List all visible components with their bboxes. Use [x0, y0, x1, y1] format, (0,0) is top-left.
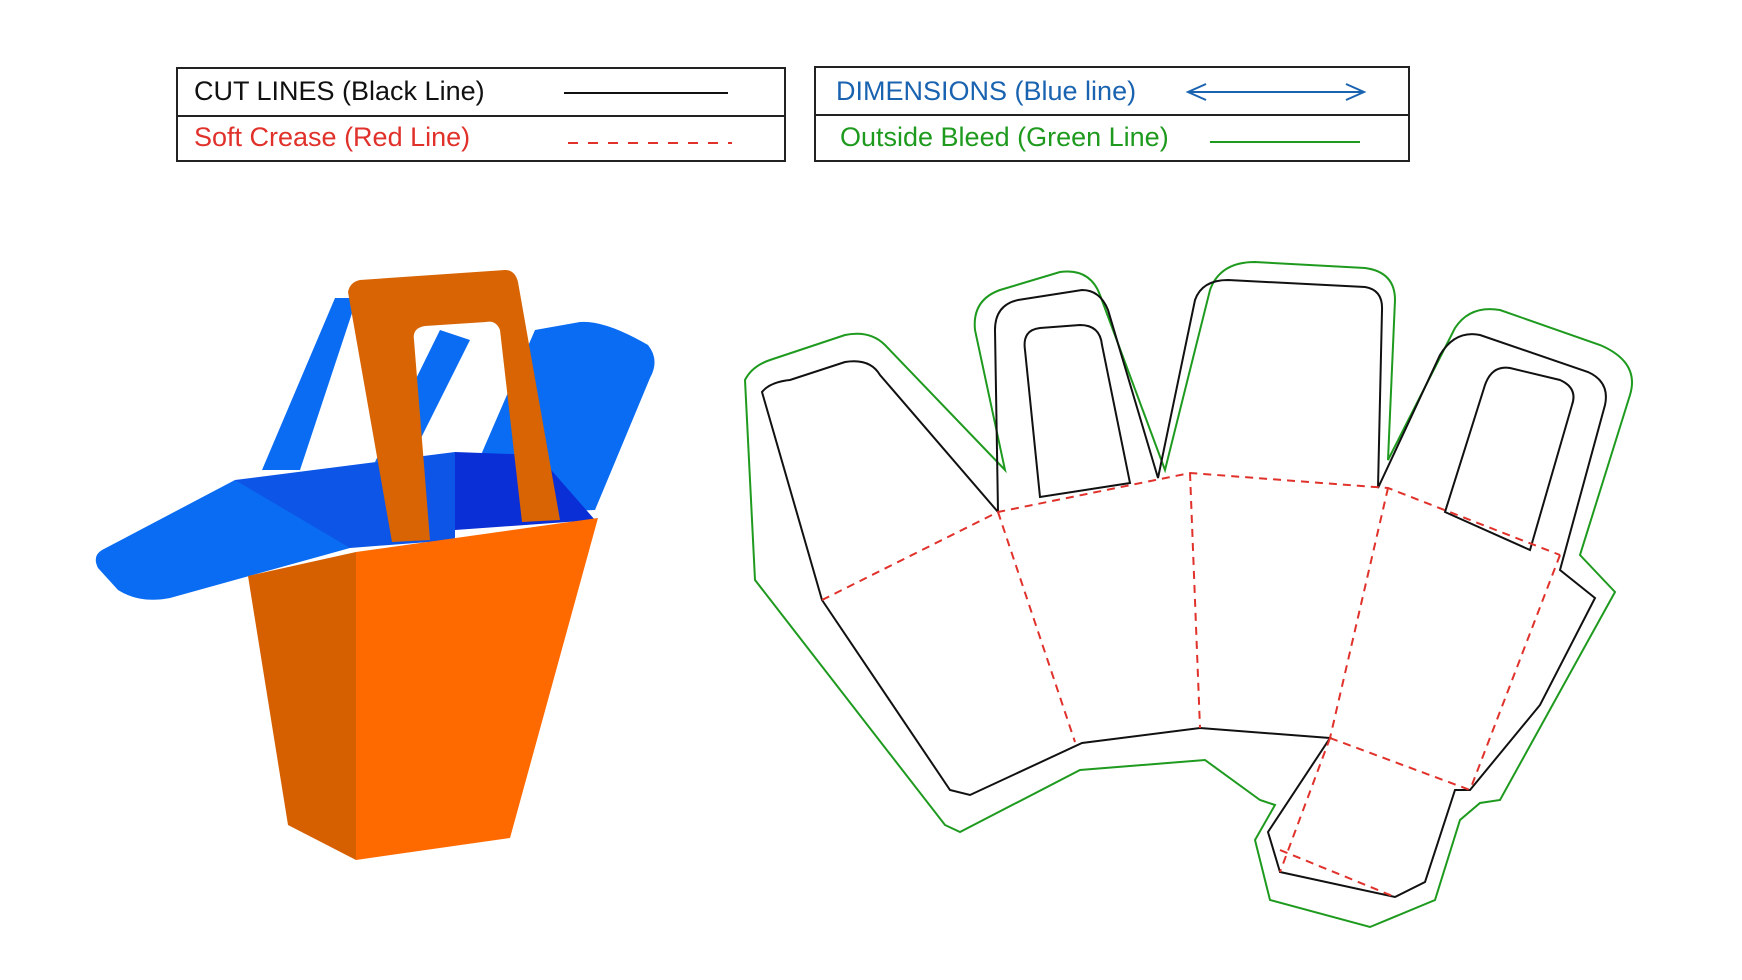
handle-window-left — [1023, 323, 1132, 499]
crease-panel-4 — [1469, 554, 1561, 791]
legend-row-dimensions: DIMENSIONS (Blue line) — [816, 68, 1408, 116]
right-flap — [455, 321, 655, 515]
box-side-face — [248, 552, 356, 860]
crease-bottom-3 — [1279, 849, 1396, 898]
handle-window-right — [1443, 366, 1575, 552]
bleed-outline — [743, 260, 1633, 929]
legend-outside-bleed-label: Outside Bleed (Green Line) — [840, 121, 1169, 152]
legend-right-box: DIMENSIONS (Blue line) Outside Bleed (Gr… — [814, 66, 1410, 162]
back-flap-middle — [375, 330, 470, 462]
crease-top-arc — [821, 471, 1561, 601]
dimension-arrow-swatch — [1185, 83, 1367, 101]
crease-panel-2 — [1189, 472, 1201, 729]
left-flap — [95, 480, 355, 600]
inner-back — [235, 452, 455, 548]
legend-row-cut-lines: CUT LINES (Black Line) — [178, 69, 784, 117]
back-flap-left — [262, 298, 357, 470]
crease-bottom-1 — [1329, 737, 1471, 791]
crease-line-swatch — [568, 141, 732, 144]
bleed-line-swatch — [1210, 141, 1360, 143]
crease-bottom-2 — [1279, 737, 1331, 873]
inner-shadow — [455, 452, 595, 530]
cut-outline — [760, 278, 1607, 899]
legend-soft-crease-label: Soft Crease (Red Line) — [194, 121, 471, 152]
handle — [348, 270, 560, 542]
box-front-face — [356, 518, 598, 860]
cut-line-swatch — [564, 92, 728, 94]
legend-row-outside-bleed: Outside Bleed (Green Line) — [816, 114, 1408, 160]
legend-cut-lines-label: CUT LINES (Black Line) — [194, 76, 485, 107]
crease-lines — [821, 471, 1561, 898]
legend-dimensions-label: DIMENSIONS (Blue line) — [836, 75, 1137, 106]
legend-row-soft-crease: Soft Crease (Red Line) — [178, 115, 784, 161]
crease-panel-1 — [997, 511, 1076, 743]
crease-panel-3 — [1329, 487, 1389, 739]
legend-left-box: CUT LINES (Black Line) Soft Crease (Red … — [176, 67, 786, 162]
